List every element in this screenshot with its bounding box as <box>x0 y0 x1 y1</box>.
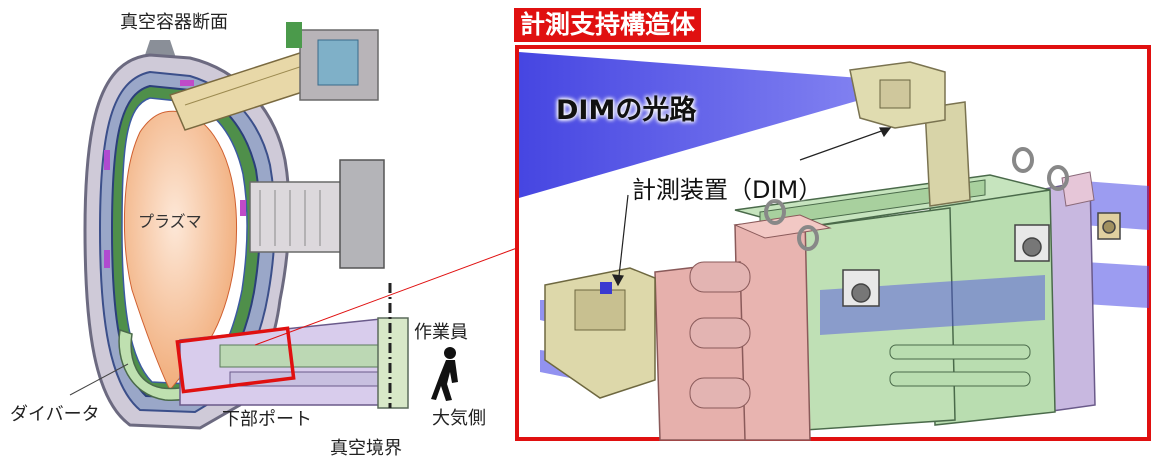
atmosphere-side-label: 大気側 <box>432 408 486 429</box>
vacuum-vessel-cross-section <box>69 22 518 430</box>
vessel-section-label: 真空容器断面 <box>120 12 228 33</box>
lower-port-label: 下部ポート <box>222 409 312 430</box>
divertor-label: ダイバータ <box>10 404 100 425</box>
vacuum-boundary-label: 真空境界 <box>330 438 402 459</box>
worker-label: 作業員 <box>414 322 468 343</box>
optical-path-beam <box>519 52 860 198</box>
support-structure-view <box>515 45 1151 441</box>
plasma-label: プラズマ <box>138 212 202 231</box>
zoom-leader-line <box>254 247 518 346</box>
highlight-box <box>175 326 296 394</box>
worker-icon <box>431 347 458 401</box>
support-structure-title: 計測支持構造体 <box>514 8 702 42</box>
optical-path-label: DIMの光路 <box>556 95 697 126</box>
instrument-label: 計測装置（DIM） <box>632 176 823 204</box>
instrument-body <box>544 267 656 399</box>
